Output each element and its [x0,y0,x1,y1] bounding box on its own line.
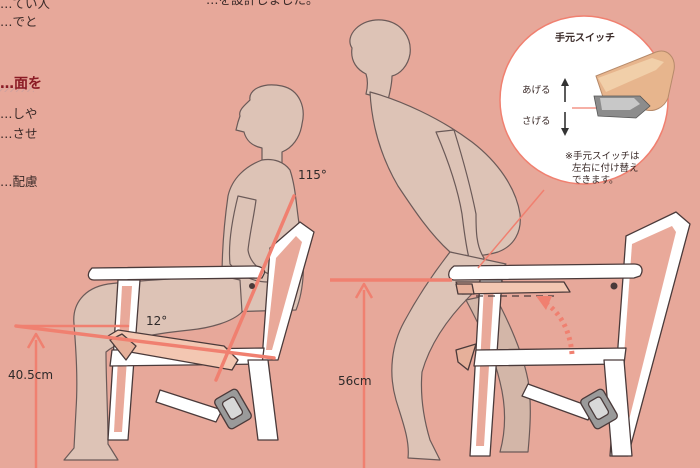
top-caption: …を設計しました。 [206,0,319,10]
zoom-title: 手元スイッチ [555,29,615,44]
seat-height-low-label: 40.5cm [8,368,53,382]
body-line-1: …しや [0,104,37,124]
body-line-2: …させ [0,124,38,144]
backrest-angle-label: 115° [298,168,327,182]
section-headline: …面を [0,73,42,93]
intro-line-2: …でと [0,12,38,32]
lift-arrow [536,296,572,354]
up-label: あげる [522,85,551,97]
seat-height-high-label: 56cm [338,374,372,388]
measure-left [28,334,44,468]
chair-left [88,222,314,440]
note-line-1: ※手元スイッチは [565,151,639,163]
body-line-3: …配慮 [0,172,38,192]
note-line-3: できます。 [572,175,619,187]
down-label: さげる [522,116,551,128]
note-line-2: 左右に付け替え [572,163,639,175]
seat-angle-label: 12° [146,314,167,328]
